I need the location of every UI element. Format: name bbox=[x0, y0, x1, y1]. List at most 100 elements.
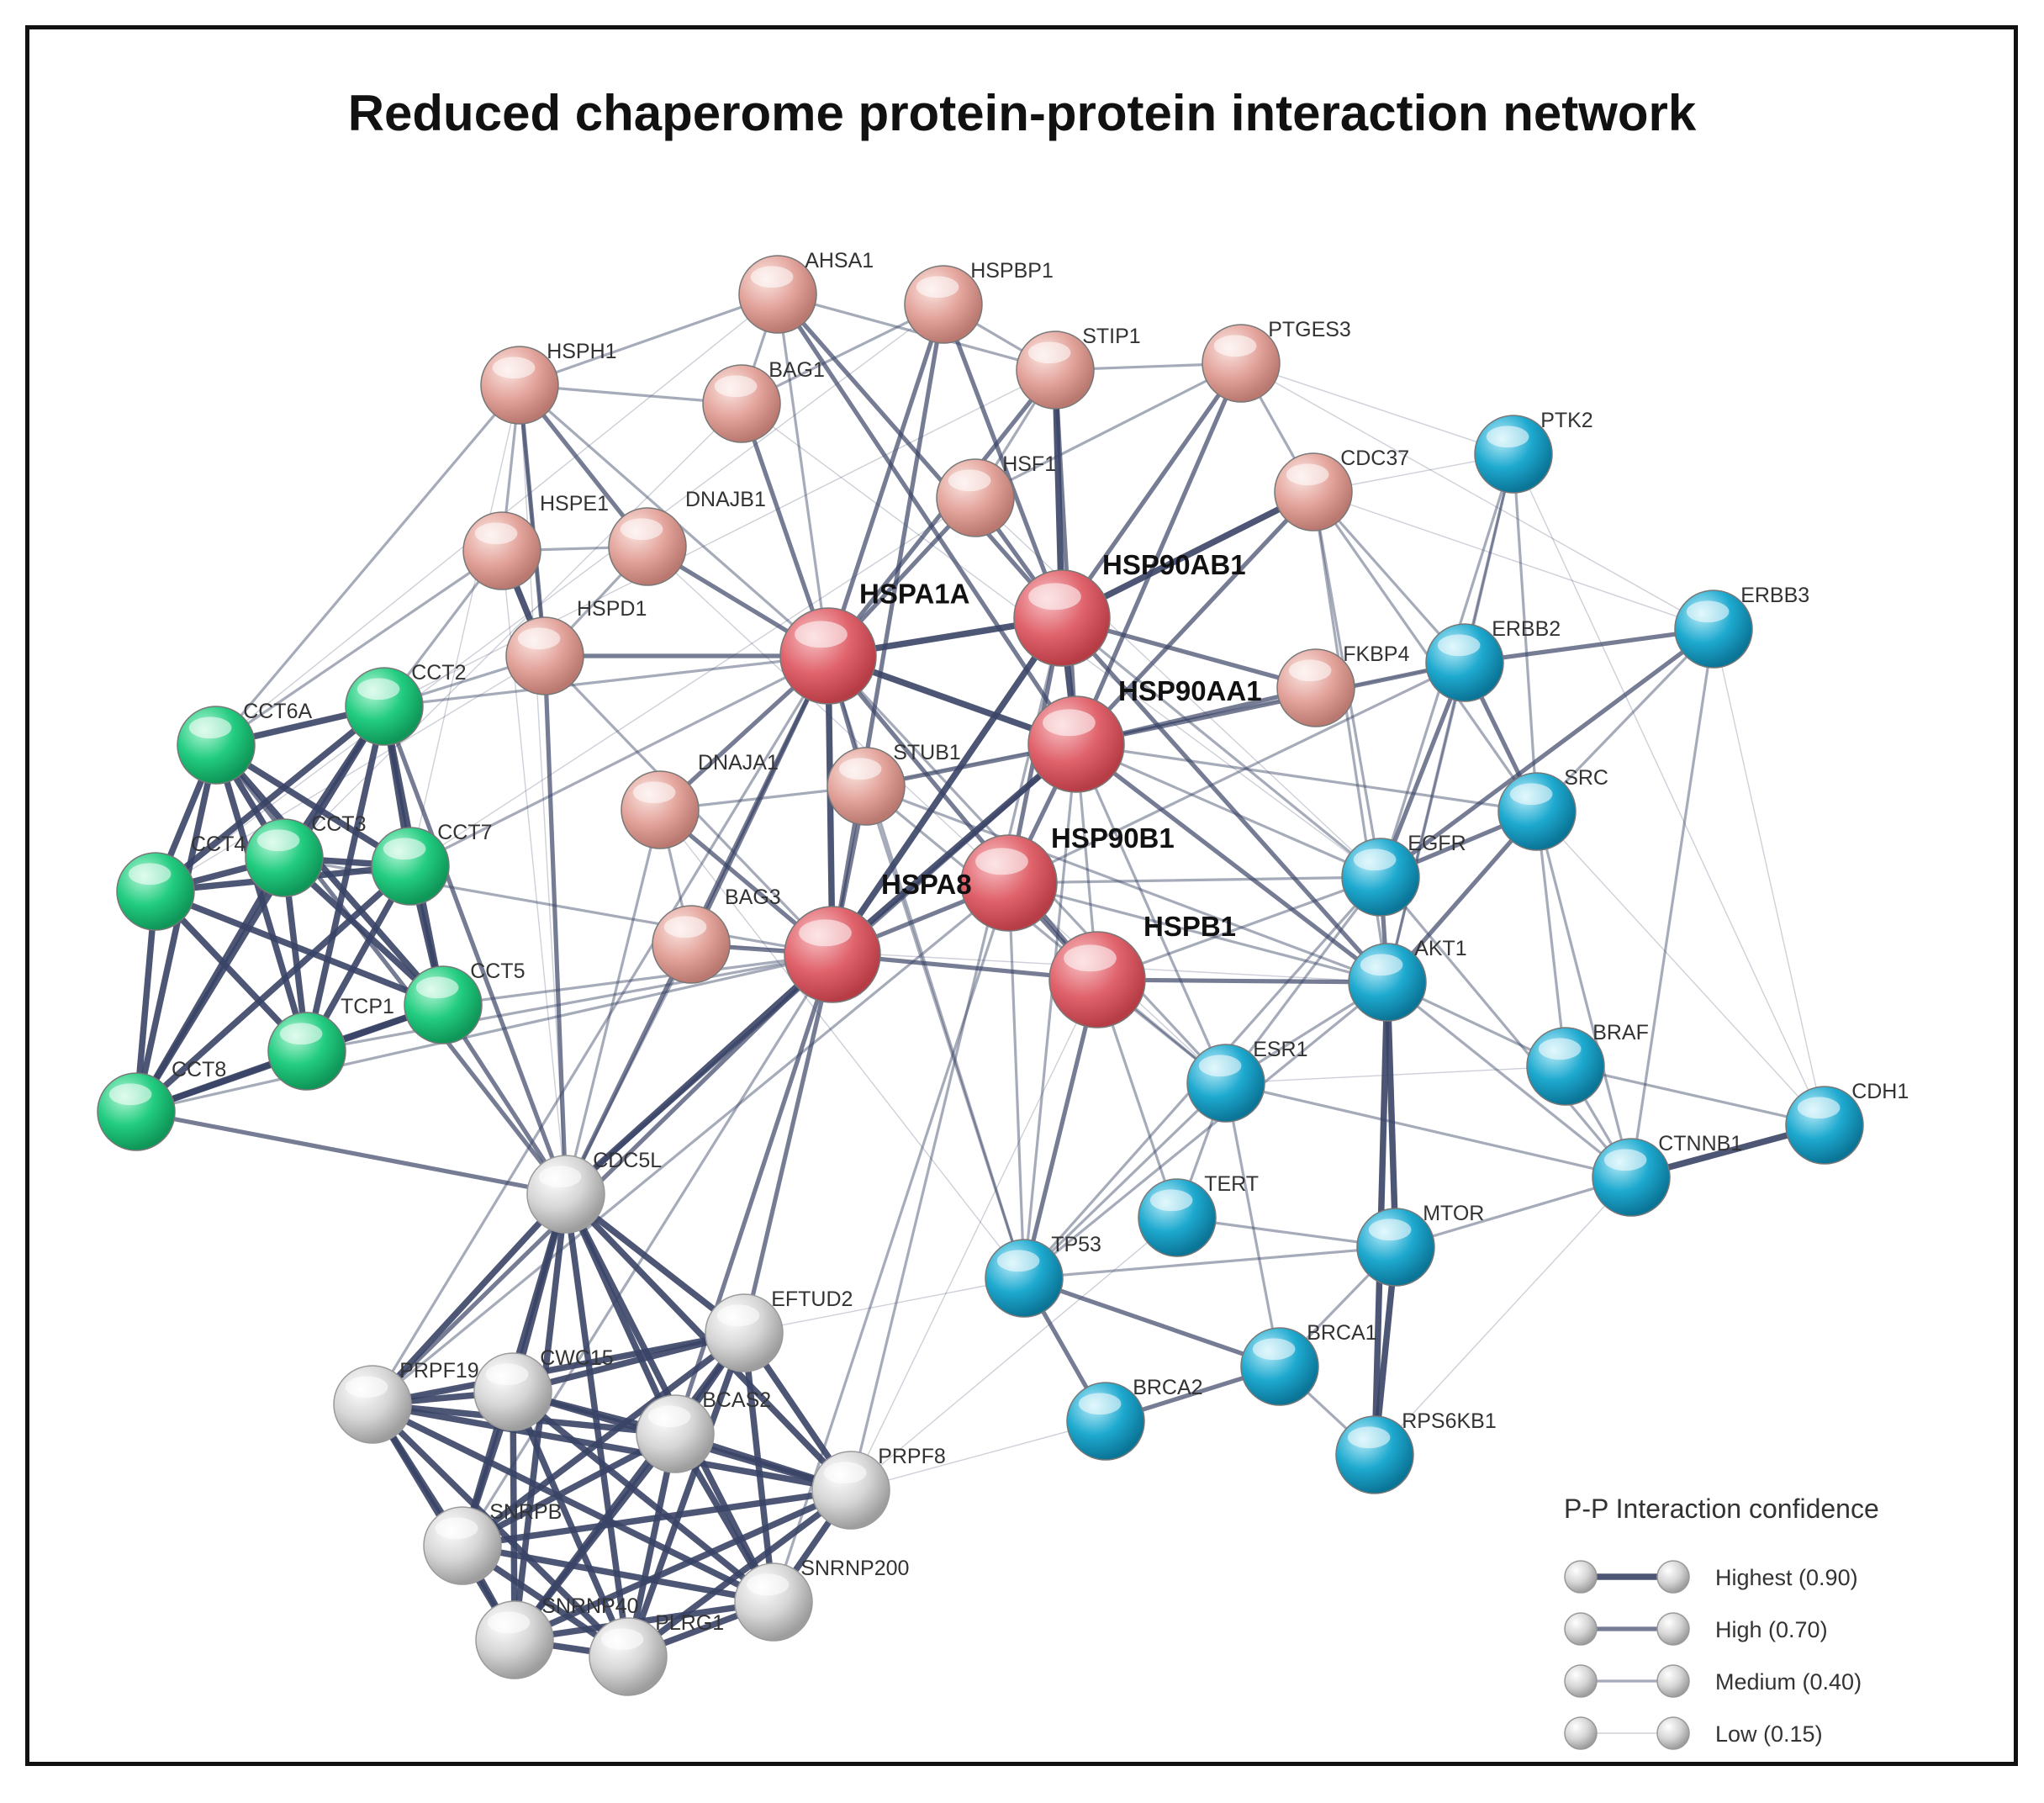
node-label: CTNNB1 bbox=[1658, 1132, 1742, 1155]
node-tert: TERT bbox=[1138, 1172, 1259, 1257]
node-highlight bbox=[435, 1517, 478, 1540]
node-highlight bbox=[485, 1363, 529, 1386]
node-bag1: BAG1 bbox=[702, 358, 825, 443]
node-brca1: BRCA1 bbox=[1240, 1321, 1377, 1406]
edge-src-braf bbox=[1535, 810, 1567, 1068]
edge-cdc5l-prpf19 bbox=[369, 1191, 569, 1408]
node-highlight bbox=[1078, 1393, 1122, 1415]
edge-hsp90ab1-hspbp1 bbox=[941, 302, 1064, 621]
edge-akt1-tp53 bbox=[1022, 981, 1389, 1280]
node-ptges3: PTGES3 bbox=[1202, 318, 1351, 403]
edge-cct7-hspa1a bbox=[409, 654, 830, 868]
edge-prpf19-prpf8 bbox=[369, 1401, 854, 1494]
edge-prpf8-snrpb bbox=[459, 1487, 854, 1549]
node-label: SRC bbox=[1564, 766, 1608, 790]
node-highlight bbox=[632, 781, 676, 804]
edge-cct3-cct8 bbox=[133, 854, 288, 1115]
node-highlight bbox=[415, 976, 459, 999]
node-highlight bbox=[487, 1611, 531, 1634]
node-hspa8: HSPA8 bbox=[784, 869, 972, 1003]
edge-erbb3-egfr bbox=[1378, 627, 1716, 880]
legend-node bbox=[1564, 1716, 1598, 1750]
node-label: FKBP4 bbox=[1343, 642, 1409, 666]
edge-hsp90aa1-tp53 bbox=[1022, 743, 1078, 1280]
node-mtor: MTOR bbox=[1356, 1202, 1484, 1287]
edge-hsp90ab1-hspa8 bbox=[829, 615, 1065, 958]
edge-egfr-ctnnb1 bbox=[1379, 875, 1633, 1179]
node-highlight bbox=[996, 1250, 1040, 1272]
edge-cct2-cct4 bbox=[152, 703, 388, 895]
node-braf: BRAF bbox=[1526, 1021, 1649, 1106]
edge-esr1-ctnnb1 bbox=[1224, 1081, 1633, 1179]
edge-eftud2-prpf19 bbox=[369, 1330, 747, 1408]
node-erbb2: ERBB2 bbox=[1425, 617, 1561, 702]
edge-cct8-cdc5l bbox=[134, 1109, 568, 1197]
edge-prpf8-plrg1 bbox=[625, 1487, 854, 1660]
node-highlight bbox=[1028, 583, 1081, 611]
node-label: EGFR bbox=[1408, 832, 1466, 855]
edge-cct4-hspd1 bbox=[155, 655, 546, 892]
edge-erbb3-ctnnb1 bbox=[1629, 627, 1715, 1179]
legend: P-P Interaction confidence Highest (0.90… bbox=[1564, 1494, 1879, 1750]
legend-node bbox=[1564, 1664, 1598, 1698]
edge-cct2-tcp1 bbox=[304, 703, 388, 1055]
node-cwc15: CWC15 bbox=[473, 1346, 614, 1431]
node-label: EFTUD2 bbox=[771, 1287, 853, 1311]
legend-node bbox=[1656, 1716, 1690, 1750]
node-highlight bbox=[1286, 463, 1329, 486]
legend-row: Medium (0.40) bbox=[1564, 1664, 1862, 1698]
node-label: TCP1 bbox=[341, 995, 394, 1018]
edge-tert-prpf8 bbox=[850, 1217, 1178, 1491]
node-snrnp40: SNRNP40 bbox=[475, 1594, 639, 1679]
node-plrg1: PLRG1 bbox=[589, 1611, 724, 1696]
node-label: HSPA8 bbox=[881, 869, 972, 900]
node-cct8: CCT8 bbox=[97, 1058, 226, 1151]
figure-frame bbox=[25, 25, 2018, 1766]
node-rps6kb1: RPS6KB1 bbox=[1335, 1409, 1497, 1494]
node-hspb1: HSPB1 bbox=[1048, 911, 1236, 1028]
node-highlight bbox=[823, 1462, 867, 1484]
node-highlight bbox=[1360, 954, 1403, 976]
edge-hsp90aa1-ptges3 bbox=[1074, 361, 1244, 747]
edge-hsp90aa1-erbb2 bbox=[1074, 660, 1467, 747]
edge-hsp90ab1-akt1 bbox=[1059, 616, 1390, 985]
legend-row: Low (0.15) bbox=[1564, 1716, 1823, 1750]
node-highlight bbox=[1213, 335, 1257, 357]
edge-erbb3-erbb2 bbox=[1462, 627, 1716, 665]
edge-stub1-esr1 bbox=[864, 785, 1228, 1085]
edge-cct8-hspa8 bbox=[135, 953, 834, 1113]
node-highlight bbox=[1043, 709, 1096, 737]
edge-hspa8-eftud2 bbox=[742, 952, 835, 1335]
node-highlight bbox=[647, 1405, 691, 1428]
edge-hsp90b1-akt1 bbox=[1007, 881, 1389, 984]
node-label: CDH1 bbox=[1851, 1080, 1909, 1103]
edge-hsf1-cct7 bbox=[409, 497, 976, 867]
node-label: PTGES3 bbox=[1268, 318, 1351, 341]
legend-title: P-P Interaction confidence bbox=[1564, 1494, 1879, 1524]
edge-mtor-ctnnb1 bbox=[1394, 1176, 1633, 1249]
edge-brca1-esr1 bbox=[1224, 1081, 1281, 1368]
node-label: BRCA1 bbox=[1307, 1321, 1376, 1345]
node-ctnnb1: CTNNB1 bbox=[1592, 1132, 1742, 1217]
legend-label: High (0.70) bbox=[1715, 1617, 1828, 1642]
node-label: HSPD1 bbox=[577, 597, 647, 621]
edge-prpf19-plrg1 bbox=[369, 1401, 631, 1660]
node-highlight bbox=[1198, 1055, 1242, 1077]
edge-hspa1a-hspbp1 bbox=[826, 302, 946, 658]
node-label: SNRNP40 bbox=[541, 1594, 638, 1618]
node-stip1: STIP1 bbox=[1016, 325, 1141, 410]
edge-hsph1-hspd1 bbox=[517, 383, 547, 658]
edge-bag3-cdc5l bbox=[564, 943, 693, 1196]
node-highlight bbox=[795, 621, 848, 648]
node-hsf1: HSF1 bbox=[936, 452, 1056, 537]
node-label: ERBB2 bbox=[1492, 617, 1561, 641]
node-label: BAG3 bbox=[725, 886, 781, 909]
edge-hspa1a-prpf19 bbox=[371, 654, 830, 1406]
edge-cct2-cdc5l bbox=[382, 704, 568, 1197]
node-highlight bbox=[517, 627, 561, 650]
node-label: BRAF bbox=[1592, 1021, 1649, 1044]
edge-hsp90ab1-prpf8 bbox=[849, 616, 1064, 1492]
node-label: AHSA1 bbox=[805, 249, 874, 272]
node-highlight bbox=[128, 863, 172, 886]
